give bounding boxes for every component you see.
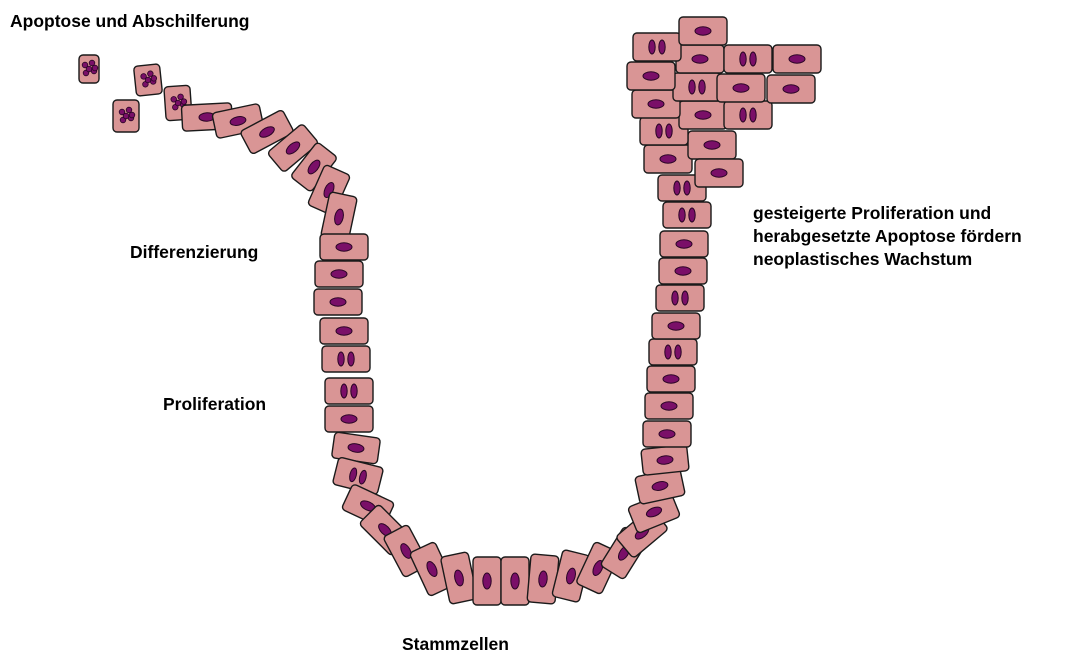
nucleus: [659, 40, 665, 54]
neoplastic-cell: [717, 74, 765, 102]
epithelial-cell: [649, 339, 697, 365]
nucleus: [789, 55, 805, 63]
nucleus: [661, 402, 677, 410]
apoptotic-cell: [134, 64, 163, 97]
nucleus: [695, 111, 711, 119]
neoplastic-cell: [644, 145, 692, 173]
nucleus: [336, 243, 352, 251]
nucleus: [783, 85, 799, 93]
nucleus: [740, 108, 746, 122]
nucleus: [666, 124, 672, 138]
nucleus-fragment: [89, 60, 95, 66]
nucleus-fragment: [145, 77, 151, 83]
nucleus: [679, 208, 685, 222]
nucleus: [740, 52, 746, 66]
neoplastic-cell: [695, 159, 743, 187]
nucleus: [348, 352, 354, 366]
nucleus: [659, 430, 675, 438]
epithelial-cell: [314, 289, 362, 315]
nucleus: [648, 100, 664, 108]
nucleus: [338, 352, 344, 366]
stem-cell: [440, 552, 477, 605]
nucleus: [689, 80, 695, 94]
epithelial-cell: [647, 366, 695, 392]
neoplastic-cell: [679, 101, 727, 129]
nucleus-fragment: [86, 66, 92, 72]
epithelial-cell: [322, 346, 370, 372]
nucleus-fragment: [151, 75, 157, 81]
nucleus: [331, 270, 347, 278]
neoplastic-cell: [688, 131, 736, 159]
epithelial-cell: [659, 258, 707, 284]
nucleus: [674, 181, 680, 195]
epithelial-cell: [641, 445, 689, 476]
nucleus: [711, 169, 727, 177]
nucleus: [750, 52, 756, 66]
nucleus: [699, 80, 705, 94]
apoptotic-cell: [79, 55, 99, 83]
nucleus-fragment: [175, 100, 181, 106]
neoplastic-cell: [767, 75, 815, 103]
nucleus: [682, 291, 688, 305]
nucleus: [665, 345, 671, 359]
epithelial-cell: [315, 261, 363, 287]
nucleus: [695, 27, 711, 35]
nucleus: [336, 327, 352, 335]
nucleus: [341, 384, 347, 398]
nucleus-fragment: [123, 113, 129, 119]
nucleus: [341, 415, 357, 423]
stem-cell: [501, 557, 529, 605]
nucleus: [684, 181, 690, 195]
nucleus: [649, 40, 655, 54]
nucleus: [672, 291, 678, 305]
neoplastic-cell: [679, 17, 727, 45]
nucleus-fragment: [92, 65, 98, 71]
epithelial-cell: [325, 406, 373, 432]
nucleus: [663, 375, 679, 383]
nucleus: [675, 267, 691, 275]
nucleus: [483, 573, 491, 589]
nucleus-fragment: [181, 99, 187, 105]
apoptotic-cell: [113, 100, 139, 132]
nucleus: [692, 55, 708, 63]
nucleus: [351, 384, 357, 398]
neoplastic-cell: [627, 62, 675, 90]
nucleus-fragment: [129, 112, 135, 118]
nucleus: [656, 124, 662, 138]
nucleus: [675, 345, 681, 359]
neoplastic-cell: [724, 101, 772, 129]
neoplastic-cell: [773, 45, 821, 73]
nucleus-fragment: [126, 107, 132, 113]
nucleus: [676, 240, 692, 248]
epithelial-cell: [320, 318, 368, 344]
neoplastic-cell: [676, 45, 724, 73]
nucleus: [330, 298, 346, 306]
epithelial-cell: [652, 313, 700, 339]
epithelial-cell: [320, 234, 368, 260]
stem-cell: [473, 557, 501, 605]
nucleus: [704, 141, 720, 149]
epithelial-cell: [663, 202, 711, 228]
epithelial-cell: [325, 378, 373, 404]
neoplastic-cell: [633, 33, 681, 61]
nucleus: [643, 72, 659, 80]
neoplastic-cell: [724, 45, 772, 73]
neoplastic-cell: [673, 73, 721, 101]
nucleus: [750, 108, 756, 122]
nucleus: [668, 322, 684, 330]
epithelial-cell: [660, 231, 708, 257]
epithelial-cell: [645, 393, 693, 419]
epithelial-cell: [656, 285, 704, 311]
nucleus: [660, 155, 676, 163]
nucleus: [733, 84, 749, 92]
nucleus: [689, 208, 695, 222]
nucleus: [511, 573, 519, 589]
epithelial-cell: [643, 421, 691, 447]
